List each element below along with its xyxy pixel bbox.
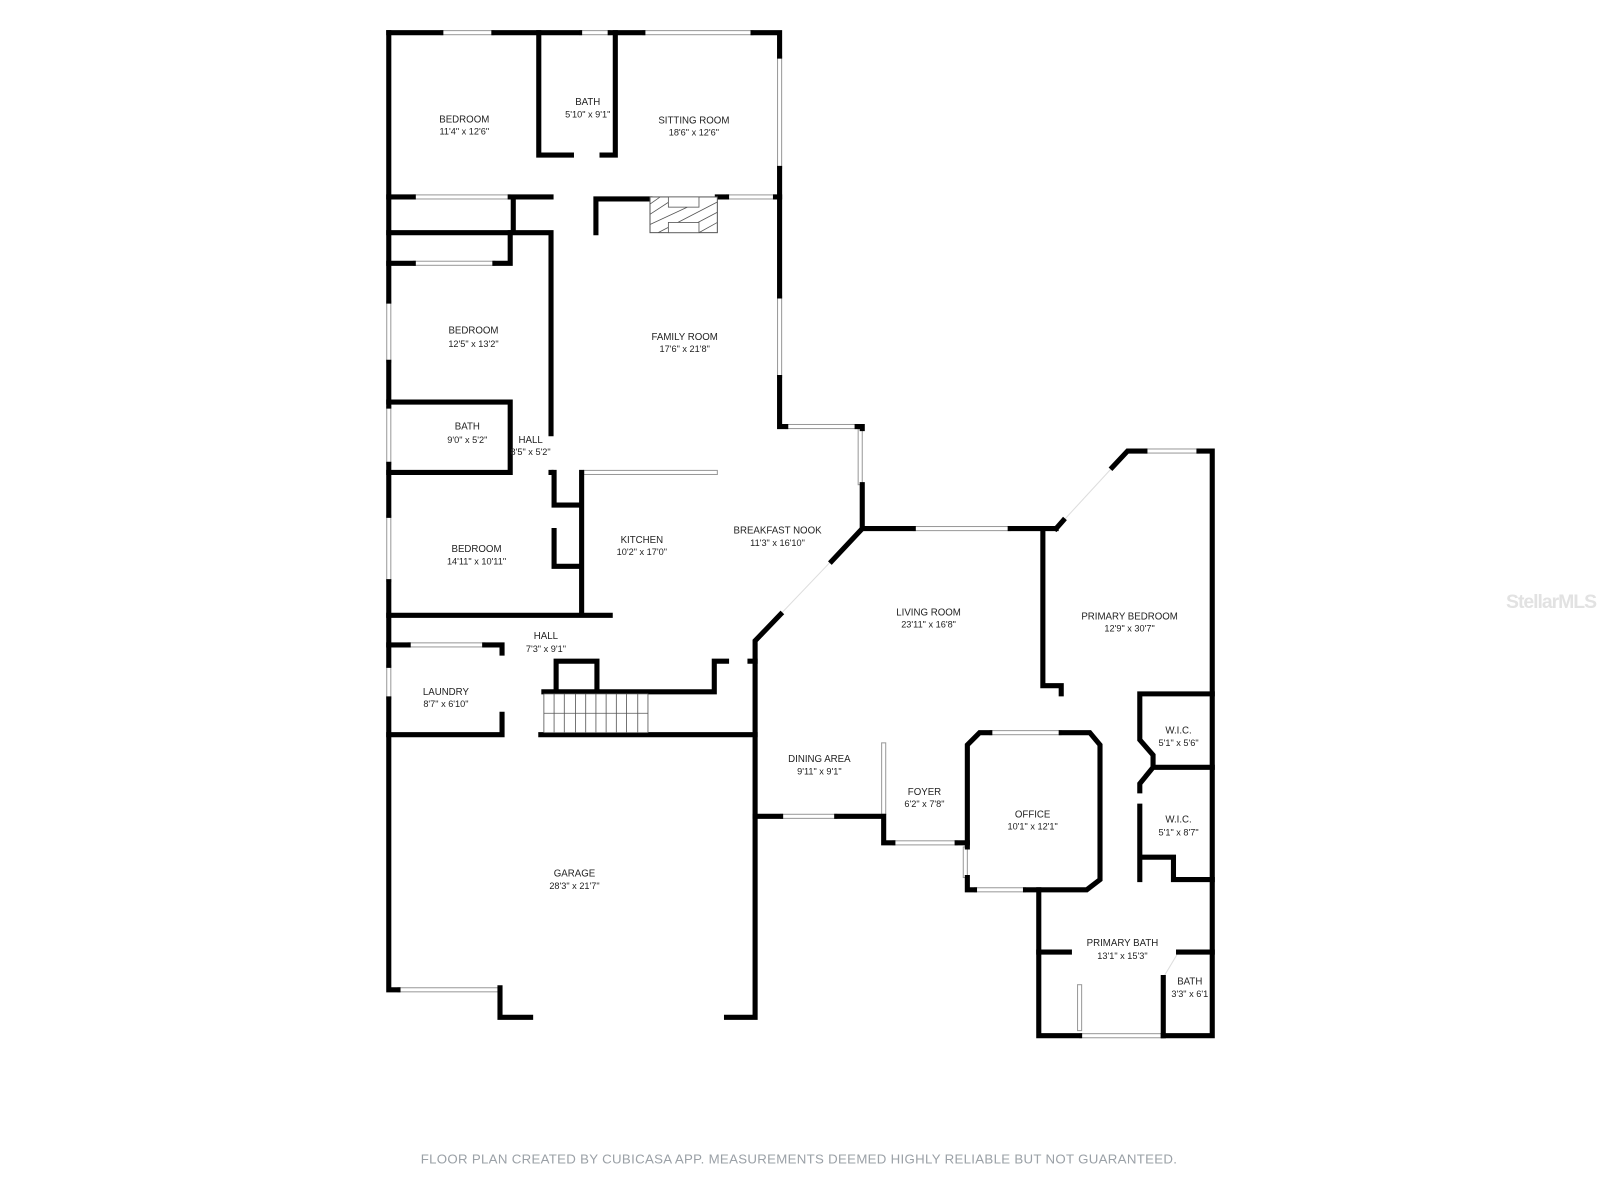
- room-wic-1: W.I.C.5'1" x 5'6": [1159, 726, 1199, 748]
- room-bedroom-2: BEDROOM 12'5" x 13'2": [448, 326, 498, 349]
- room-sitting-room: SITTING ROOM 18'6" x 12'6": [658, 115, 729, 137]
- svg-text:3'3" x 6'1: 3'3" x 6'1: [1171, 989, 1208, 999]
- watermark: StellarMLS: [1506, 591, 1597, 613]
- svg-text:BREAKFAST NOOK: BREAKFAST NOOK: [733, 526, 822, 537]
- svg-text:5'1" x 5'6": 5'1" x 5'6": [1159, 738, 1199, 748]
- svg-text:OFFICE: OFFICE: [1015, 809, 1051, 820]
- svg-text:BATH: BATH: [455, 422, 480, 433]
- svg-text:28'3" x 21'7": 28'3" x 21'7": [549, 881, 599, 891]
- svg-text:8'7" x 6'10": 8'7" x 6'10": [423, 699, 468, 709]
- svg-text:14'11" x 10'11": 14'11" x 10'11": [447, 556, 506, 566]
- svg-text:DINING AREA: DINING AREA: [788, 754, 851, 765]
- svg-text:LIVING ROOM: LIVING ROOM: [896, 607, 961, 618]
- svg-text:6'2" x 7'8": 6'2" x 7'8": [904, 799, 944, 809]
- room-office: OFFICE 10'1" x 12'1": [1007, 809, 1057, 831]
- room-living-room: LIVING ROOM 23'11" x 16'8": [896, 607, 961, 629]
- room-primary-bath: PRIMARY BATH 13'1" x 15'3": [1087, 938, 1159, 961]
- svg-text:13'1" x 15'3": 13'1" x 15'3": [1097, 951, 1147, 961]
- svg-text:BEDROOM: BEDROOM: [448, 326, 498, 337]
- room-primary-bedroom: PRIMARY BEDROOM 12'9" x 30'7": [1081, 611, 1178, 633]
- svg-text:11'3" x 16'10": 11'3" x 16'10": [750, 538, 805, 548]
- svg-text:FAMILY ROOM: FAMILY ROOM: [651, 332, 717, 343]
- svg-text:SITTING ROOM: SITTING ROOM: [658, 115, 729, 126]
- room-bedroom-1: BEDROOM 11'4" x 12'6": [439, 114, 489, 136]
- walls: [386, 30, 1215, 1039]
- svg-text:5'10" x 9'1": 5'10" x 9'1": [565, 109, 610, 119]
- svg-text:BEDROOM: BEDROOM: [439, 114, 489, 125]
- svg-text:HALL: HALL: [518, 435, 543, 446]
- svg-text:FOYER: FOYER: [908, 787, 941, 798]
- svg-text:GARAGE: GARAGE: [554, 869, 596, 880]
- svg-text:10'2" x 17'0": 10'2" x 17'0": [617, 547, 667, 557]
- svg-text:LAUNDRY: LAUNDRY: [423, 687, 470, 698]
- svg-text:18'6" x 12'6": 18'6" x 12'6": [669, 128, 719, 138]
- svg-text:23'11" x 16'8": 23'11" x 16'8": [901, 620, 956, 630]
- stairs: [543, 693, 649, 734]
- svg-text:W.I.C.: W.I.C.: [1165, 814, 1191, 825]
- fireplace: [649, 196, 718, 234]
- room-hall-2: HALL 7'3" x 9'1": [526, 631, 566, 654]
- svg-text:7'3" x 9'1": 7'3" x 9'1": [526, 644, 566, 654]
- svg-text:11'4" x 12'6": 11'4" x 12'6": [439, 127, 489, 137]
- room-wic-2: W.I.C. 5'1" x 8'7": [1159, 814, 1199, 837]
- svg-text:10'1" x 12'1": 10'1" x 12'1": [1007, 822, 1057, 832]
- svg-text:9'0" x 5'2": 9'0" x 5'2": [447, 435, 487, 445]
- svg-text:BATH: BATH: [575, 97, 600, 108]
- svg-text:12'9" x 30'7": 12'9" x 30'7": [1104, 624, 1154, 634]
- svg-text:KITCHEN: KITCHEN: [621, 535, 664, 546]
- svg-text:HALL: HALL: [534, 631, 559, 642]
- svg-text:12'5" x 13'2": 12'5" x 13'2": [448, 339, 498, 349]
- svg-text:W.I.C.: W.I.C.: [1165, 726, 1191, 737]
- svg-text:17'6" x 21'8": 17'6" x 21'8": [660, 344, 710, 354]
- footer-disclaimer: FLOOR PLAN CREATED BY CUBICASA APP. MEAS…: [421, 1151, 1178, 1166]
- svg-text:9'11" x 9'1": 9'11" x 9'1": [797, 766, 842, 776]
- room-bath-2: BATH 9'0" x 5'2": [447, 422, 487, 445]
- svg-text:5'1" x 8'7": 5'1" x 8'7": [1159, 828, 1199, 838]
- svg-text:BATH: BATH: [1177, 977, 1202, 988]
- svg-text:8'5" x 5'2": 8'5" x 5'2": [511, 447, 551, 457]
- svg-text:PRIMARY BATH: PRIMARY BATH: [1087, 938, 1159, 949]
- svg-text:BEDROOM: BEDROOM: [451, 544, 501, 555]
- svg-text:PRIMARY BEDROOM: PRIMARY BEDROOM: [1081, 611, 1178, 622]
